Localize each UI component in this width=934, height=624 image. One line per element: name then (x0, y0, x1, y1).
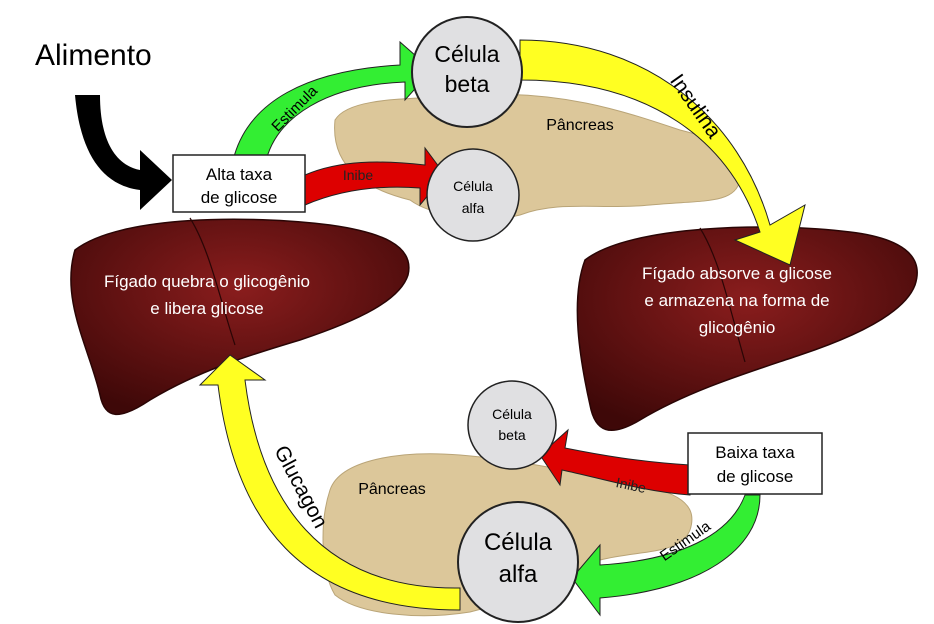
liver-left-line1: Fígado quebra o glicogênio (104, 272, 310, 291)
food-arrow (75, 95, 172, 210)
low-glucose-box (687, 432, 823, 495)
pancreas-bottom-label: Pâncreas (358, 481, 426, 498)
high-glucose-box (172, 154, 306, 213)
high-glucose-line2: de glicose (201, 188, 278, 207)
liver-right-line1: Fígado absorve a glicose (642, 264, 832, 283)
inhibits-arrow-bottom (539, 428, 691, 496)
inhibits-label-top: Inibe (343, 167, 374, 183)
food-label: Alimento (35, 39, 152, 72)
pancreas-top-label: Pâncreas (546, 117, 614, 134)
beta-bottom-line1: Célula (492, 406, 532, 422)
liver-right-line2: e armazena na forma de (644, 291, 829, 310)
beta-cell-top (411, 16, 523, 128)
alpha-bottom-line1: Célula (484, 529, 553, 556)
low-glucose-line2: de glicose (717, 467, 794, 486)
alpha-top-line1: Célula (453, 178, 493, 194)
alpha-cell-top (426, 148, 520, 242)
stimulates-arrow-bottom (571, 494, 761, 617)
beta-bottom-line2: beta (498, 427, 525, 443)
beta-top-line2: beta (445, 71, 490, 97)
beta-top-line1: Célula (434, 41, 499, 67)
liver-left-lobe-line (189, 217, 236, 346)
liver-left-line2: e libera glicose (150, 299, 263, 318)
alpha-top-line2: alfa (462, 200, 485, 216)
inhibits-label-bottom: Inibe (615, 474, 648, 496)
beta-cell-bottom (467, 380, 557, 470)
alpha-bottom-line2: alfa (499, 561, 538, 588)
low-glucose-line1: Baixa taxa (715, 443, 795, 462)
alpha-cell-bottom (457, 501, 579, 623)
liver-right-line3: glicogênio (699, 318, 776, 337)
insulin-arrow (519, 39, 806, 266)
liver-left (70, 218, 410, 416)
liver-right-lobe-line (699, 227, 746, 363)
high-glucose-line1: Alta taxa (206, 165, 273, 184)
glucagon-arrow (198, 354, 461, 611)
